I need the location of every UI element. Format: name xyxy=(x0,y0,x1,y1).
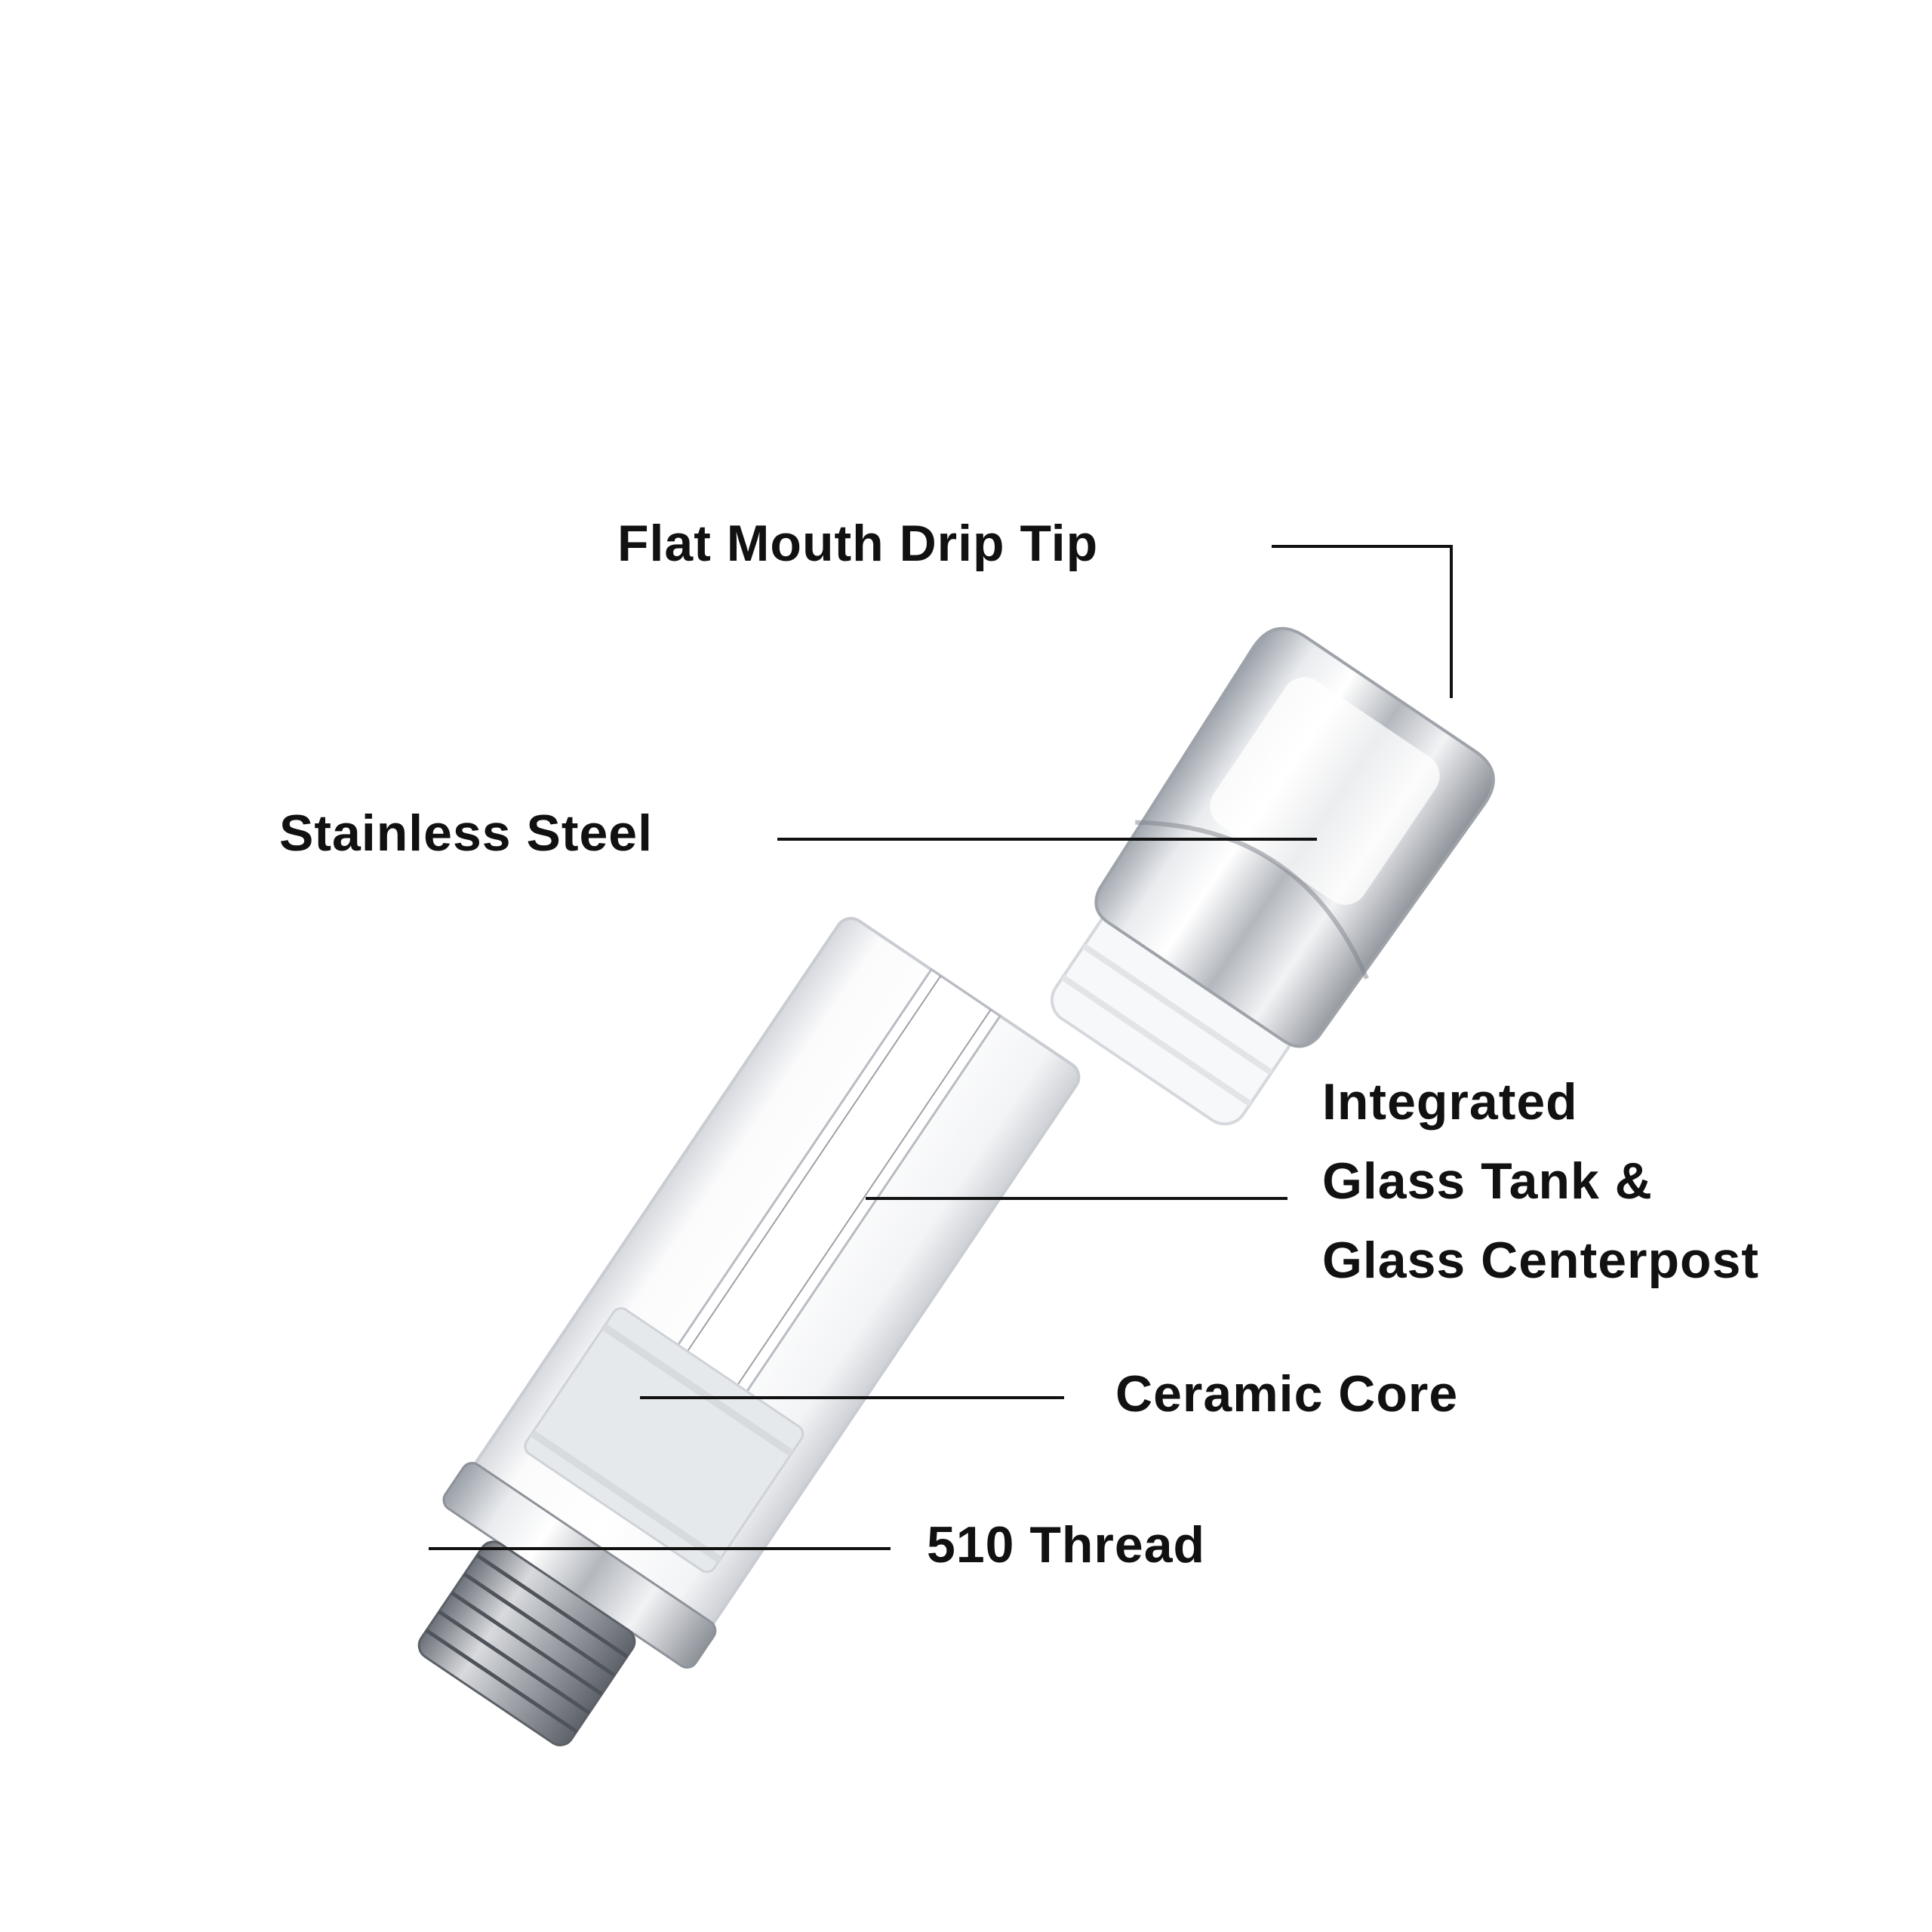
label-ceramic-core: Ceramic Core xyxy=(1115,1365,1459,1423)
label-glass-tank-line1: Integrated xyxy=(1322,1073,1578,1131)
ceramic-core xyxy=(524,1307,804,1574)
label-510-thread: 510 Thread xyxy=(927,1516,1206,1574)
label-flat-mouth-drip-tip: Flat Mouth Drip Tip xyxy=(617,515,1099,572)
label-stainless-steel: Stainless Steel xyxy=(279,804,654,862)
leader-drip-tip xyxy=(1272,545,1453,698)
glass-tank-part xyxy=(417,916,1081,1746)
label-glass-tank-line3: Glass Centerpost xyxy=(1322,1232,1760,1289)
drip-tip-part xyxy=(1050,626,1495,1126)
label-glass-tank-line2: Glass Tank & xyxy=(1322,1152,1653,1210)
label-glass-tank: Integrated Glass Tank & Glass Centerpost xyxy=(1322,1063,1759,1300)
